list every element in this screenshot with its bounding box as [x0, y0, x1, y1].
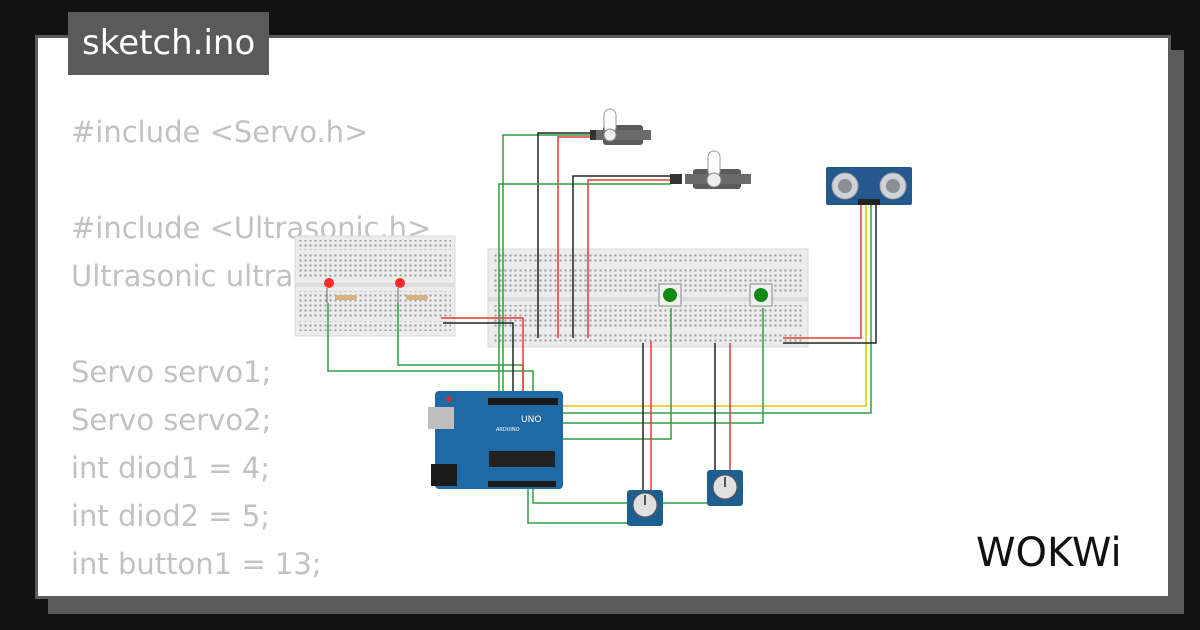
ultrasonic-vcc-wire [783, 203, 862, 339]
small-breadboard[interactable] [294, 235, 456, 337]
code-line: int diod1 = 4; [71, 451, 271, 485]
circuit-diagram: UNO ARDUINO [294, 108, 912, 526]
sketch-filename-tab: sketch.ino [68, 12, 270, 75]
ultrasonic-sensor[interactable] [826, 167, 912, 205]
pot2-signal-wire [532, 483, 723, 504]
ultrasonic-echo-wire [533, 203, 872, 414]
code-line: Ultrasonic ultra [71, 259, 294, 293]
led1-wire [327, 303, 534, 398]
ultrasonic-gnd-wire [783, 203, 877, 344]
code-line: Servo servo2; [71, 403, 272, 437]
resistor-2[interactable] [406, 295, 428, 300]
red-led-2[interactable] [395, 278, 405, 303]
code-line: int button2 = 12; [71, 588, 431, 596]
servo-motor-1[interactable] [590, 108, 651, 145]
wokwi-logo-text: WOKWi [976, 530, 1122, 575]
servo2-signal-wire [498, 183, 671, 428]
code-line: int button1 = 13; [71, 547, 322, 581]
wires [327, 132, 877, 524]
arduino-uno-board[interactable]: UNO ARDUINO [428, 391, 563, 489]
servo-motor-2[interactable] [670, 150, 751, 189]
pot1-signal-wire [527, 483, 643, 524]
servo2-power-wire [587, 179, 671, 338]
potentiometer-1[interactable] [627, 490, 663, 526]
servo1-ground-wire [537, 132, 591, 338]
button2-wire [563, 308, 764, 424]
push-button-1[interactable] [658, 283, 682, 307]
resistor-1[interactable] [335, 295, 357, 300]
wokwi-logo: WOKWi [976, 530, 1122, 575]
project-card: #include <Servo.h>#include <Ultrasonic.h… [35, 35, 1171, 599]
red-led-1[interactable] [324, 278, 334, 303]
code-line: int diod2 = 5; [71, 499, 271, 533]
board-brand-label: ARDUINO [496, 427, 520, 433]
breadboard-power-wire [441, 317, 524, 398]
potentiometer-2[interactable] [707, 470, 743, 506]
code-line: #include <Servo.h> [71, 115, 369, 149]
breadboard-ground-wire [443, 322, 514, 398]
ultrasonic-trig-wire [533, 203, 867, 407]
code-line: Servo servo1; [71, 355, 272, 389]
servo1-power-wire [557, 136, 591, 338]
board-model-label: UNO [521, 415, 541, 425]
push-button-2[interactable] [749, 283, 773, 307]
servo2-ground-wire [572, 175, 671, 338]
